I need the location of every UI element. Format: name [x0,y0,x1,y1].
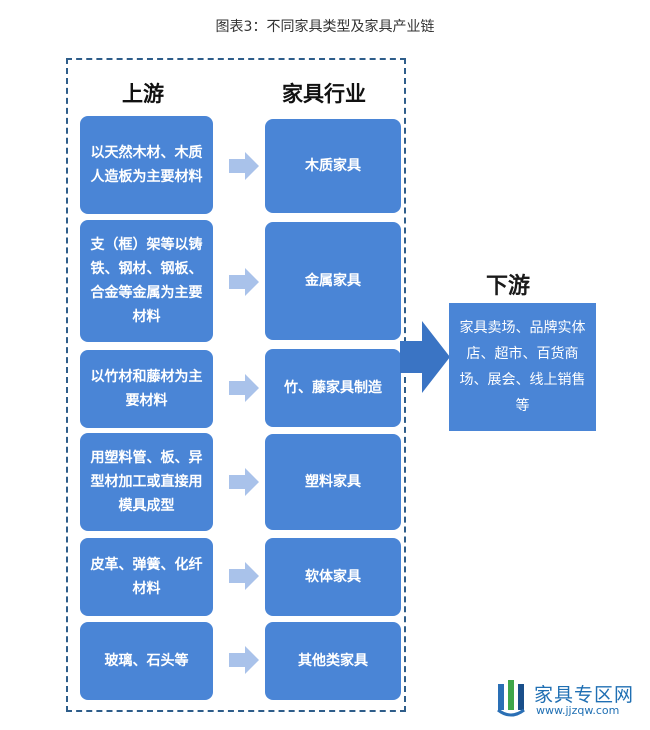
downstream-arrow-icon [400,321,450,393]
downstream-box: 家具卖场、品牌实体店、超市、百货商场、展会、线上销售等 [449,303,596,431]
material-box-wood: 以天然木材、木质人造板为主要材料 [80,116,213,214]
right-arrow-icon [229,468,259,496]
right-arrow-icon [229,374,259,402]
material-box-bamboo: 以竹材和藤材为主要材料 [80,350,213,428]
industry-frame [66,58,406,712]
right-arrow-icon [229,268,259,296]
material-box-soft: 皮革、弹簧、化纤材料 [80,538,213,616]
type-box-soft: 软体家具 [265,538,401,616]
material-box-plastic: 用塑料管、板、异型材加工或直接用模具成型 [80,433,213,531]
type-box-plastic: 塑料家具 [265,434,401,530]
type-box-metal: 金属家具 [265,222,401,340]
logo-mark-icon [497,680,525,717]
right-arrow-icon [229,152,259,180]
right-arrow-icon [229,646,259,674]
site-logo: 家具专区网 www.jjzqw.com [494,678,644,722]
upstream-heading: 上游 [122,82,164,106]
type-box-bamboo: 竹、藤家具制造 [265,349,401,427]
material-box-metal: 支（框）架等以铸铁、钢材、钢板、合金等金属为主要材料 [80,220,213,342]
material-box-other: 玻璃、石头等 [80,622,213,700]
right-arrow-icon [229,562,259,590]
type-box-other: 其他类家具 [265,622,401,700]
logo-name: 家具专区网 [534,684,635,706]
downstream-heading: 下游 [486,274,531,299]
diagram-title: 图表3：不同家具类型及家具产业链 [215,19,435,35]
logo-url: www.jjzqw.com [536,704,620,717]
industry-heading: 家具行业 [282,82,366,106]
type-box-wood: 木质家具 [265,119,401,213]
